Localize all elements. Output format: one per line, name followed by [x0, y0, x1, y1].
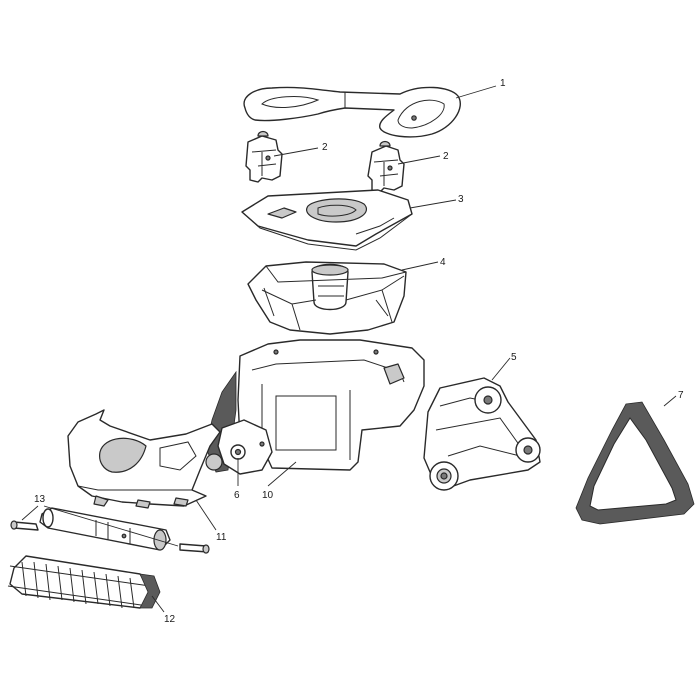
callout-12: 12 — [164, 614, 176, 625]
callout-13: 13 — [34, 494, 46, 505]
part-roller-brush — [7, 555, 161, 609]
leader-11 — [195, 499, 217, 531]
leader-1 — [455, 85, 497, 99]
callout-1: 1 — [500, 78, 506, 89]
leader-13b — [43, 505, 179, 547]
part-top-cover — [241, 189, 413, 251]
part-side-plate — [217, 419, 273, 475]
leader-3 — [409, 199, 457, 209]
callout-numbers: 1 2 2 3 4 5 6 7 10 11 12 13 — [34, 78, 684, 625]
callout-11: 11 — [216, 532, 227, 543]
part-filter-basket — [247, 261, 407, 335]
leader-lines — [21, 85, 677, 613]
callout-6: 6 — [234, 490, 240, 501]
leader-10 — [267, 461, 297, 487]
leader-2b — [397, 155, 441, 165]
callout-7: 7 — [678, 390, 684, 401]
callout-5: 5 — [511, 352, 517, 363]
leader-2a — [273, 147, 319, 157]
leader-7 — [663, 395, 677, 407]
part-side-drive-module — [423, 377, 541, 491]
part-handle — [243, 86, 461, 138]
part-clip-left — [245, 130, 283, 183]
part-brush-axle — [10, 507, 210, 554]
leader-12 — [151, 595, 165, 613]
callout-4: 4 — [440, 257, 446, 268]
part-front-bumper — [67, 409, 221, 509]
leader-5 — [491, 357, 511, 381]
part-clip-right — [367, 140, 405, 193]
leader-13a — [21, 505, 39, 521]
callout-10: 10 — [262, 490, 274, 501]
callout-2b: 2 — [443, 151, 449, 162]
part-drive-track — [575, 401, 695, 525]
callout-3: 3 — [458, 194, 464, 205]
leader-4 — [401, 261, 439, 271]
callout-2a: 2 — [322, 142, 328, 153]
